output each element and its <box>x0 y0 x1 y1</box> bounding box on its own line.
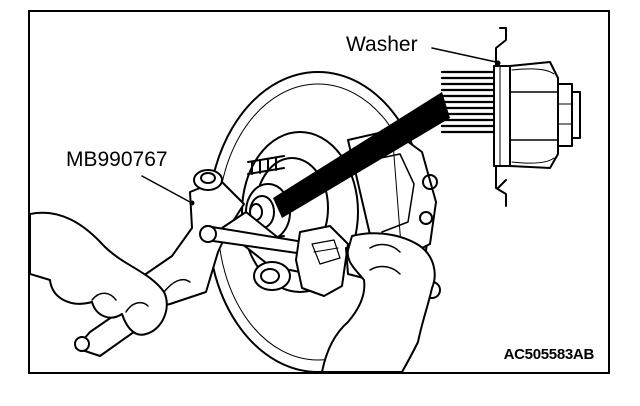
special-tool-label: MB990767 <box>66 148 168 171</box>
figure-code: AC505583AB <box>503 346 595 363</box>
tool-leader-line <box>141 175 191 203</box>
assembly-illustration <box>30 27 581 372</box>
hub-nut-washer-detail <box>440 27 581 207</box>
washer-leader-line <box>431 47 497 63</box>
illustration-frame: Washer MB990767 AC505583AB <box>28 10 610 374</box>
left-hand-illustration <box>30 211 191 336</box>
detail-leader <box>273 92 450 218</box>
washer-label: Washer <box>346 33 418 56</box>
right-hand-illustration <box>321 232 436 372</box>
